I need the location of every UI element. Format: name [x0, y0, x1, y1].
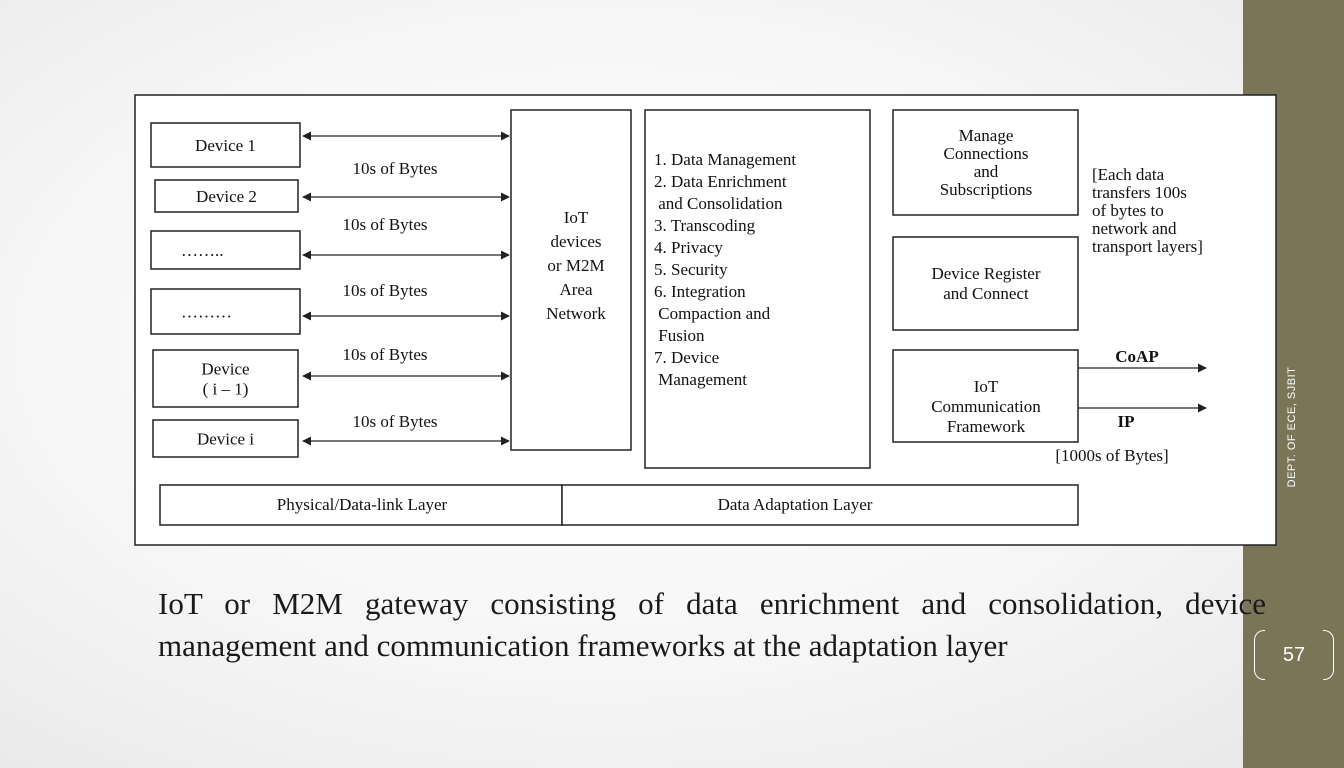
slide-number-label: 57: [1282, 643, 1306, 666]
link-label: 10s of Bytes: [343, 215, 428, 234]
bytes-note: [1000s of Bytes]: [1055, 446, 1168, 465]
device-box: [150, 122, 301, 168]
slide-number: 57: [1254, 630, 1334, 680]
layer-right-box: [561, 484, 1079, 526]
device-box: [150, 230, 301, 270]
link-label: 10s of Bytes: [343, 281, 428, 300]
layer-left-box: [159, 484, 563, 526]
area-network-box: [510, 109, 632, 451]
device-label: Device 1: [195, 136, 256, 155]
device-label: Device( i – 1): [201, 360, 249, 399]
coap-label: CoAP: [1115, 347, 1158, 366]
comm-box: [892, 349, 1079, 443]
manage-box: [892, 109, 1079, 216]
device-box: [152, 419, 299, 458]
device-box: [150, 288, 301, 335]
slide-caption: IoT or M2M gateway consisting of data en…: [158, 586, 1266, 663]
device-label: Device i: [197, 430, 254, 449]
device-box: [152, 349, 299, 408]
device-label: ………: [181, 303, 232, 322]
link-label: 10s of Bytes: [353, 159, 438, 178]
layer-right-label: Data Adaptation Layer: [718, 495, 873, 514]
functions-box: [644, 109, 871, 469]
device-label: ……..: [181, 241, 224, 260]
device-box: [154, 179, 299, 213]
link-label: 10s of Bytes: [343, 345, 428, 364]
register-box: [892, 236, 1079, 331]
layer-left-label: Physical/Data-link Layer: [277, 495, 448, 514]
ip-label: IP: [1118, 412, 1135, 431]
device-label: Device 2: [196, 187, 257, 206]
link-label: 10s of Bytes: [353, 412, 438, 431]
